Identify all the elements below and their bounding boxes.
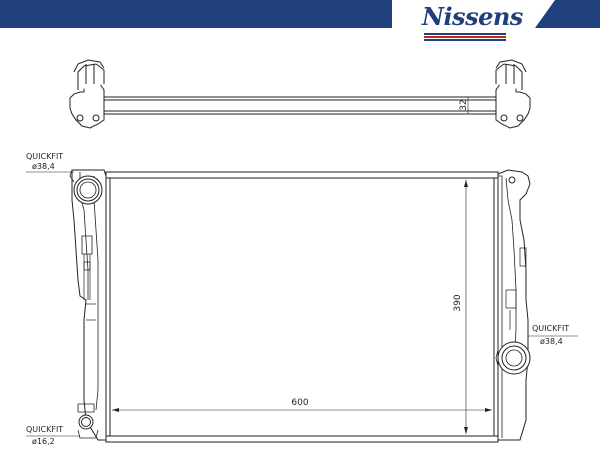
radiator-core xyxy=(106,172,498,442)
outlet-connector-outer xyxy=(498,342,530,374)
brand-logo-text: Nissens xyxy=(422,2,523,31)
inlet-type-label: QUICKFIT xyxy=(26,152,64,161)
drain-diameter-label: ø16,2 xyxy=(32,437,55,446)
drain-type-label: QUICKFIT xyxy=(26,425,64,434)
top-view xyxy=(70,60,530,128)
header-band-left-cut xyxy=(360,0,392,28)
brand-logo: Nissens xyxy=(420,0,523,46)
top-view-thickness-label: 32 xyxy=(459,99,469,111)
outlet-diameter-label: ø38,4 xyxy=(540,337,563,346)
outlet-type-label: QUICKFIT xyxy=(532,324,570,333)
inlet-diameter-label: ø38,4 xyxy=(32,162,55,171)
inlet-connector-outer xyxy=(74,176,102,204)
left-tank xyxy=(72,170,106,440)
header-banner xyxy=(0,0,600,28)
width-dimension-label: 600 xyxy=(291,398,309,408)
front-view xyxy=(26,170,578,442)
header-band-right xyxy=(535,0,600,28)
header-band-left xyxy=(0,0,392,28)
brand-logo-stripes xyxy=(424,33,506,41)
height-dimension-label: 390 xyxy=(453,294,463,312)
top-view-left-tank xyxy=(70,84,104,128)
top-view-right-tank xyxy=(496,84,530,128)
right-tank xyxy=(498,170,530,440)
